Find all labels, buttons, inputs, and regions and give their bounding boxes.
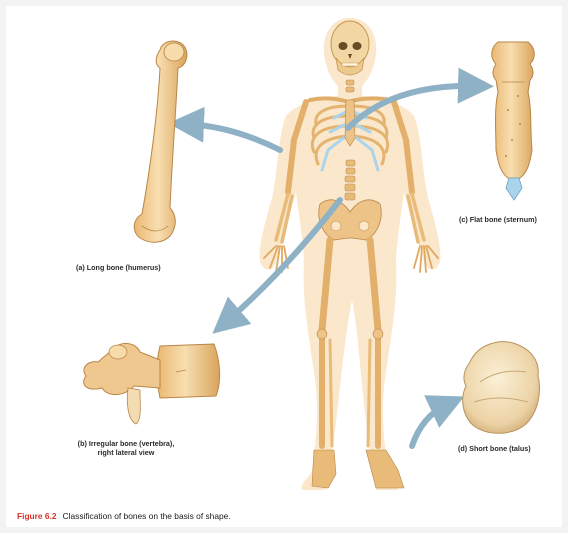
- arrow-to-talus: [412, 404, 448, 446]
- label-irregular-bone: (b) Irregular bone (vertebra), right lat…: [76, 440, 176, 457]
- figure-number: Figure 6.2: [17, 511, 57, 521]
- sternum-illustration: [492, 42, 535, 200]
- patella-right: [373, 329, 383, 339]
- skeleton-illustration: [260, 18, 441, 490]
- label-flat-bone: (c) Flat bone (sternum): [459, 216, 537, 225]
- caption-text: Classification of bones on the basis of …: [63, 511, 231, 521]
- humerus-illustration: [134, 41, 187, 242]
- patella-left: [317, 329, 327, 339]
- label-irregular-bone-line2: right lateral view: [76, 449, 176, 458]
- arrow-to-humerus: [186, 124, 280, 150]
- label-long-bone: (a) Long bone (humerus): [76, 264, 161, 273]
- label-short-bone: (d) Short bone (talus): [458, 445, 531, 454]
- figure-caption: Figure 6.2 Classification of bones on the…: [17, 511, 231, 521]
- foot-bones: [312, 450, 404, 488]
- talus-illustration: [463, 342, 540, 434]
- vertebra-illustration: [84, 343, 220, 424]
